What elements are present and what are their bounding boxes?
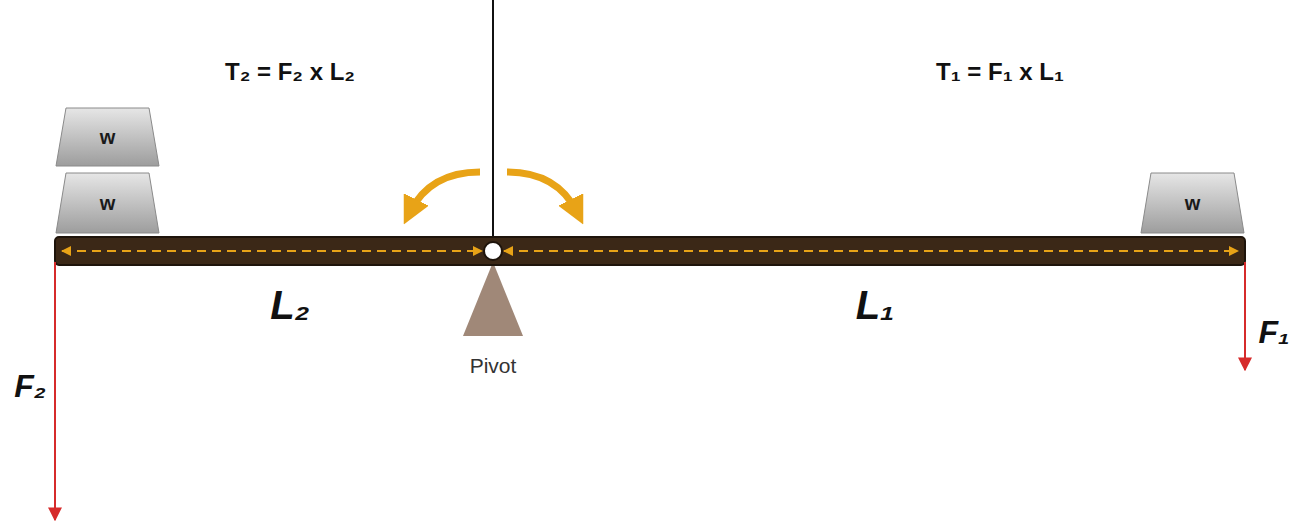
- pivot-pin: [484, 242, 502, 260]
- length-arrow: [504, 250, 1238, 252]
- force-arrow: [1244, 262, 1246, 370]
- weight-label: w: [55, 107, 160, 167]
- weight-label: w: [55, 172, 160, 234]
- center-line: [492, 0, 494, 245]
- length-label: L₁: [856, 283, 895, 328]
- weight-outline: [56, 173, 159, 233]
- force-arrow: [54, 262, 56, 520]
- weight-block: w: [55, 172, 160, 234]
- force-label: F₁: [1259, 314, 1290, 351]
- formula-text: T₂ = F₂ x L₂: [225, 58, 355, 86]
- pivot-label: Pivot: [470, 354, 517, 378]
- weight-outline: [56, 108, 159, 166]
- weight-block: w: [1140, 172, 1245, 234]
- weight-block: w: [55, 107, 160, 167]
- force-label: F₂: [14, 368, 46, 405]
- weight-outline: [1141, 173, 1244, 233]
- formula-text: T₁ = F₁ x L₁: [936, 58, 1064, 86]
- length-arrow: [62, 250, 482, 252]
- torque-arrow: [507, 172, 577, 212]
- weight-label: w: [1140, 172, 1245, 234]
- length-label: L₂: [270, 283, 310, 328]
- pivot-triangle: [463, 262, 523, 336]
- lever-beam: [55, 237, 1245, 265]
- torque-arrow: [410, 172, 480, 212]
